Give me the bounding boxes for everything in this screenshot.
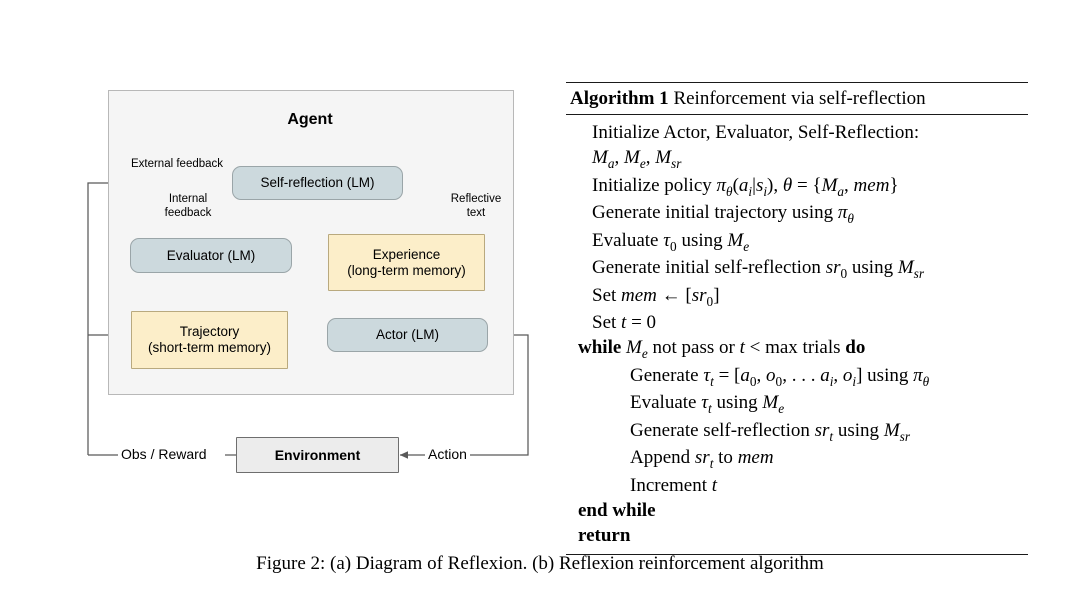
node-environment[interactable]: Environment	[236, 437, 399, 473]
algorithm-line: Evaluate τt using Me	[630, 392, 785, 417]
node-self-reflection-label: Self-reflection (LM)	[260, 175, 375, 191]
label-reflective-text-line1: Reflective	[450, 193, 502, 205]
node-actor-label: Actor (LM)	[375, 327, 439, 343]
label-action: Action	[425, 446, 470, 462]
node-self-reflection[interactable]: Self-reflection (LM)	[232, 166, 403, 200]
algorithm-line: Generate self-reflection srt using Msr	[630, 419, 910, 444]
node-environment-label: Environment	[274, 446, 361, 463]
algorithm-line: Initialize policy πθ(ai|si), θ = {Ma, me…	[592, 174, 899, 199]
algorithm-header: Algorithm 1 Reinforcement via self-refle…	[566, 83, 1028, 114]
node-trajectory[interactable]: Trajectory (short-term memory)	[131, 311, 288, 369]
algorithm-line: Generate τt = [a0, o0, . . . ai, oi] usi…	[630, 364, 930, 389]
algorithm-line: Increment t	[630, 474, 718, 496]
algorithm-line: Generate initial trajectory using πθ	[592, 202, 854, 226]
node-evaluator-label: Evaluator (LM)	[166, 247, 256, 263]
algorithm-line: Append srt to mem	[630, 447, 774, 472]
label-external-feedback-line1: External feedback	[130, 158, 224, 170]
algorithm-line: Set t = 0	[592, 312, 657, 334]
label-action-text: Action	[428, 446, 467, 462]
node-experience[interactable]: Experience (long-term memory)	[328, 234, 485, 291]
node-actor[interactable]: Actor (LM)	[327, 318, 488, 352]
algorithm-line: while Me not pass or t < max trials do	[578, 337, 866, 362]
label-reflective-text-line2: text	[466, 207, 486, 220]
node-trajectory-label: Trajectory	[179, 324, 240, 340]
node-experience-label: Experience	[372, 246, 441, 262]
node-trajectory-sublabel: (short-term memory)	[147, 340, 271, 355]
algorithm-rule-mid	[566, 114, 1028, 115]
label-obs-reward: Obs / Reward	[118, 446, 210, 462]
algorithm-line: return	[578, 525, 631, 547]
algorithm-line: Ma, Me, Msr	[592, 147, 682, 172]
algorithm-line: Initialize Actor, Evaluator, Self-Reflec…	[592, 122, 920, 143]
algorithm-line: Evaluate τ0 using Me	[592, 229, 750, 254]
algorithm-rule-top	[566, 82, 1028, 83]
algorithm-line: Set mem ← [sr0]	[592, 284, 720, 309]
label-external-feedback: External feedback	[112, 157, 242, 171]
algorithm-line: Generate initial self-reflection sr0 usi…	[592, 257, 925, 281]
label-internal-feedback-line2: feedback	[164, 207, 212, 220]
algorithm-steps: Initialize Actor, Evaluator, Self-Reflec…	[566, 115, 1028, 554]
label-internal-feedback-line1: Internal	[168, 193, 208, 205]
algorithm-title: Reinforcement via self-reflection	[673, 88, 926, 109]
agent-title: Agent	[287, 111, 333, 128]
algorithm-rule-bottom	[566, 554, 1028, 556]
label-obs-reward-text: Obs / Reward	[121, 446, 207, 462]
algorithm-number: Algorithm 1	[570, 88, 669, 109]
label-reflective-text: Reflective text	[441, 192, 511, 221]
algorithm-line: end while	[578, 499, 656, 521]
label-internal-feedback: Internal feedback	[143, 192, 233, 221]
node-experience-sublabel: (long-term memory)	[347, 262, 466, 278]
reflexion-diagram: Agent	[0, 0, 560, 540]
algorithm-block: Algorithm 1 Reinforcement via self-refle…	[566, 82, 1028, 556]
node-evaluator[interactable]: Evaluator (LM)	[130, 238, 292, 273]
figure-caption: Figure 2: (a) Diagram of Reflexion. (b) …	[256, 553, 824, 574]
